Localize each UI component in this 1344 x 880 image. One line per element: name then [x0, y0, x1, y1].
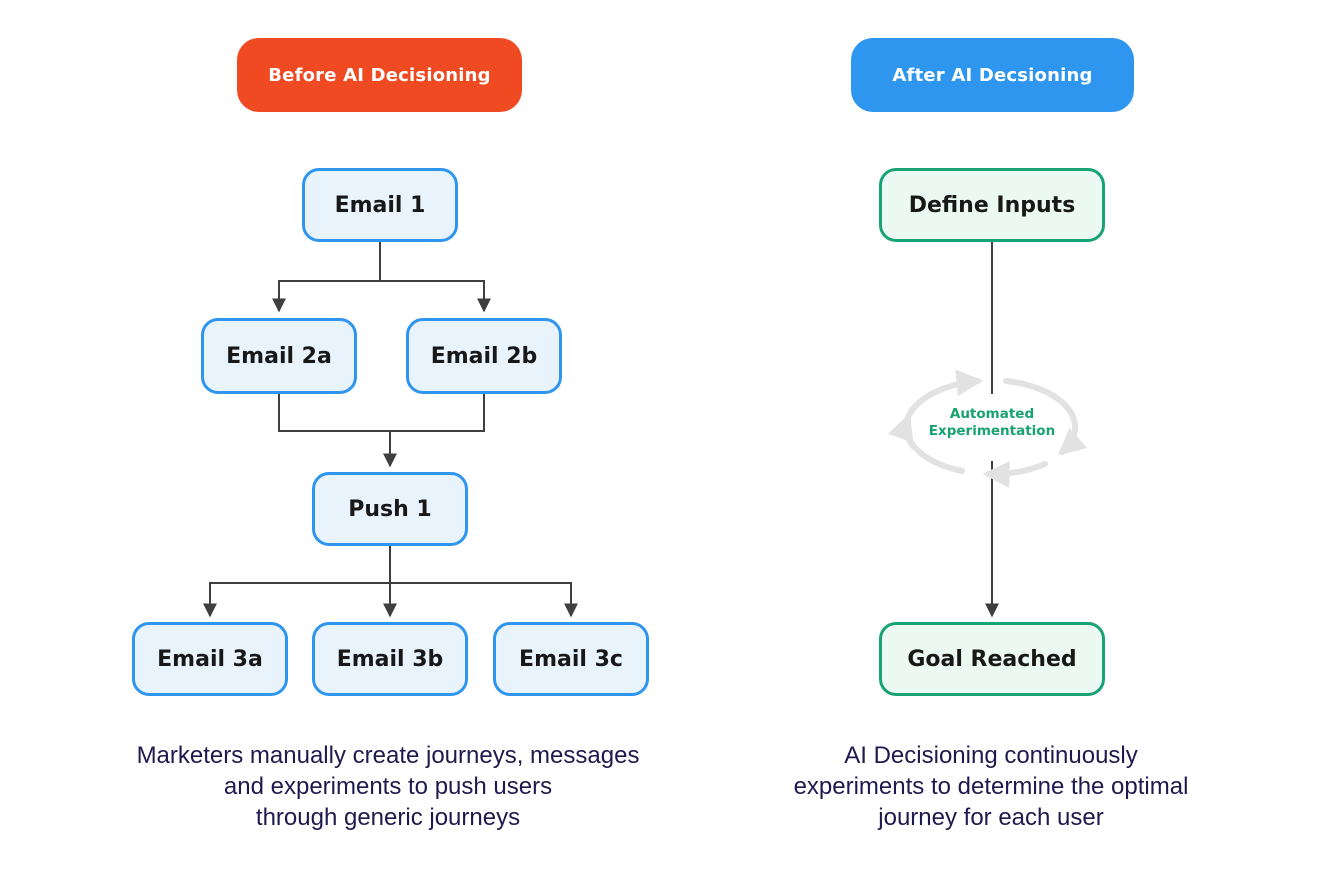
- flow-node-email-2b-label: Email 2b: [430, 343, 538, 369]
- after-caption-line-3: journey for each user: [878, 804, 1104, 831]
- flow-node-define-inputs-label: Define Inputs: [908, 192, 1076, 218]
- after-caption: AI Decisioning continuously experiments …: [746, 740, 1236, 833]
- after-caption-line-2: experiments to determine the optimal: [793, 773, 1189, 800]
- before-caption-line-2: and experiments to push users: [223, 773, 553, 800]
- flow-node-email-3a-label: Email 3a: [157, 646, 263, 672]
- before-caption-line-1: Marketers manually create journeys, mess…: [136, 742, 640, 769]
- flow-node-email-2a: Email 2a: [201, 318, 357, 394]
- flow-node-email-3c-label: Email 3c: [519, 646, 623, 672]
- experimentation-loop-icon: [888, 369, 1088, 489]
- after-caption-line-1: AI Decisioning continuously: [844, 742, 1138, 769]
- after-badge-label: After AI Decsioning: [892, 64, 1093, 86]
- flow-node-email-1-label: Email 1: [334, 192, 426, 218]
- flow-node-define-inputs: Define Inputs: [879, 168, 1105, 242]
- before-badge-label: Before AI Decisioning: [268, 64, 491, 86]
- arrow-email1-to-email2b: [380, 280, 491, 313]
- flow-node-email-3c: Email 3c: [493, 622, 649, 696]
- after-badge: After AI Decsioning: [851, 38, 1134, 112]
- loop-label-line-2: Experimentation: [928, 423, 1056, 439]
- line-email2b-merge: [390, 394, 485, 432]
- arrow-email1-to-email2a: [272, 242, 381, 313]
- arrow-push1-to-email3c: [390, 582, 578, 618]
- flow-node-email-1: Email 1: [302, 168, 458, 242]
- arrow-push1-to-email3a: [203, 546, 391, 618]
- flow-node-goal-reached-label: Goal Reached: [907, 646, 1077, 672]
- flow-node-email-3b-label: Email 3b: [336, 646, 444, 672]
- flow-node-email-3a: Email 3a: [132, 622, 288, 696]
- flow-node-push-1: Push 1: [312, 472, 468, 546]
- before-caption-line-3: through generic journeys: [255, 804, 521, 831]
- loop-label-line-1: Automated: [949, 406, 1035, 422]
- flow-node-goal-reached: Goal Reached: [879, 622, 1105, 696]
- flow-node-push-1-label: Push 1: [348, 496, 432, 522]
- before-caption: Marketers manually create journeys, mess…: [88, 740, 688, 833]
- arrow-email2a-to-push1: [278, 394, 397, 468]
- experimentation-loop-label: Automated Experimentation: [912, 406, 1072, 440]
- before-badge: Before AI Decisioning: [237, 38, 522, 112]
- flow-node-email-2a-label: Email 2a: [226, 343, 332, 369]
- flow-node-email-3b: Email 3b: [312, 622, 468, 696]
- flow-node-email-2b: Email 2b: [406, 318, 562, 394]
